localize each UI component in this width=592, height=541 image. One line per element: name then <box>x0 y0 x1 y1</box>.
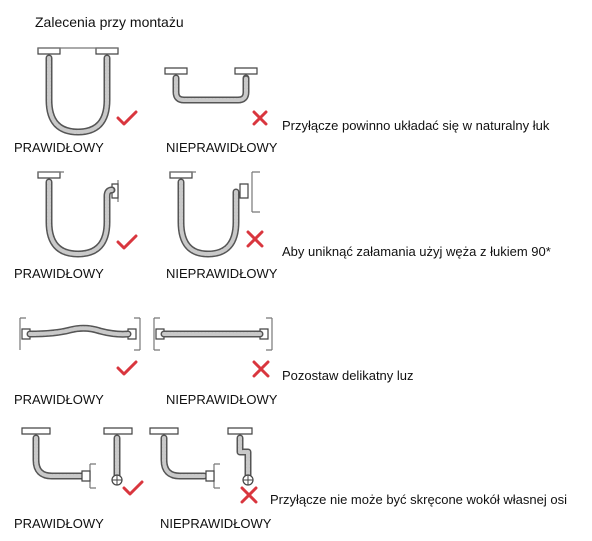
row2-check-icon <box>116 234 138 250</box>
row4-correct-hose <box>21 427 133 489</box>
row3-incorrect-hose <box>153 317 273 351</box>
row3-tip: Pozostaw delikatny luz <box>282 368 414 383</box>
row2-correct-label: PRAWIDŁOWY <box>14 266 104 281</box>
row4-tip: Przyłącze nie może być skręcone wokół wł… <box>270 492 567 507</box>
row4-check-icon <box>122 480 144 496</box>
row2-incorrect-hose <box>169 171 260 258</box>
row2-cross-icon <box>246 230 264 248</box>
row1-correct-hose <box>37 47 119 136</box>
row1-cross-icon <box>252 110 268 126</box>
row2-correct-hose <box>37 171 119 258</box>
row4-incorrect-label: NIEPRAWIDŁOWY <box>160 516 272 531</box>
row1-incorrect-hose <box>164 67 258 104</box>
row1-correct-label: PRAWIDŁOWY <box>14 140 104 155</box>
page-title: Zalecenia przy montażu <box>35 14 184 30</box>
row4-cross-icon <box>240 486 258 504</box>
row3-check-icon <box>116 360 138 376</box>
row2-tip: Aby uniknąć załamania użyj węża z łukiem… <box>282 244 551 259</box>
row4-incorrect-hose <box>149 427 254 489</box>
row3-cross-icon <box>252 360 270 378</box>
row1-tip: Przyłącze powinno układać się w naturaln… <box>282 118 550 133</box>
row3-correct-hose <box>19 317 141 351</box>
row3-incorrect-label: NIEPRAWIDŁOWY <box>166 392 278 407</box>
row2-incorrect-label: NIEPRAWIDŁOWY <box>166 266 278 281</box>
row1-incorrect-label: NIEPRAWIDŁOWY <box>166 140 278 155</box>
row3-correct-label: PRAWIDŁOWY <box>14 392 104 407</box>
row1-check-icon <box>116 110 138 126</box>
row4-correct-label: PRAWIDŁOWY <box>14 516 104 531</box>
